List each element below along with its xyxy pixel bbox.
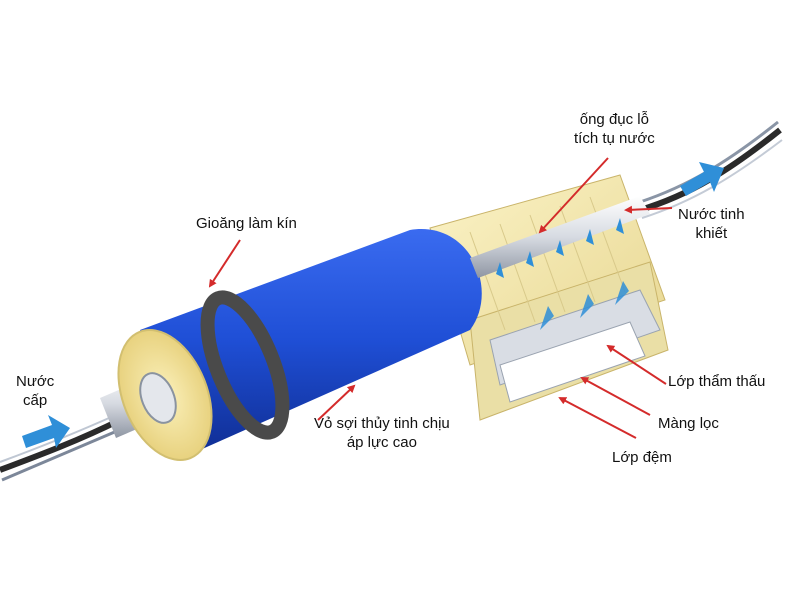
label-spacer: Lớp đệm <box>612 449 672 466</box>
seal-ring <box>200 290 290 440</box>
label-membrane: Màng lọc <box>658 415 719 432</box>
perforated-tube <box>470 196 650 330</box>
permeate-layer-arrow <box>606 344 667 385</box>
label-pure-water: Nước tinh khiết <box>678 206 745 242</box>
label-feed-water: Nước cấp <box>16 373 55 409</box>
membrane-sheets <box>429 174 669 421</box>
annotation-arrows <box>208 157 673 439</box>
housing-arrow <box>317 384 356 421</box>
tube-end <box>139 372 177 424</box>
label-perforated-tube: ống đục lỗ tích tụ nước <box>574 111 655 147</box>
membrane-arrow <box>580 377 651 416</box>
feed-flow-arrow-icon <box>22 415 70 448</box>
pure-water-arrow <box>624 205 673 214</box>
seal-arrow <box>208 239 241 288</box>
spacer-arrow <box>558 397 637 439</box>
perforated-tube-arrow <box>538 157 609 234</box>
pure-flow-arrow-icon <box>680 162 724 196</box>
label-seal: Gioăng làm kín <box>196 215 297 232</box>
label-permeate-layer: Lớp thẩm thấu <box>668 373 766 390</box>
label-housing: Vỏ sợi thủy tinh chịu áp lực cao <box>314 415 450 451</box>
